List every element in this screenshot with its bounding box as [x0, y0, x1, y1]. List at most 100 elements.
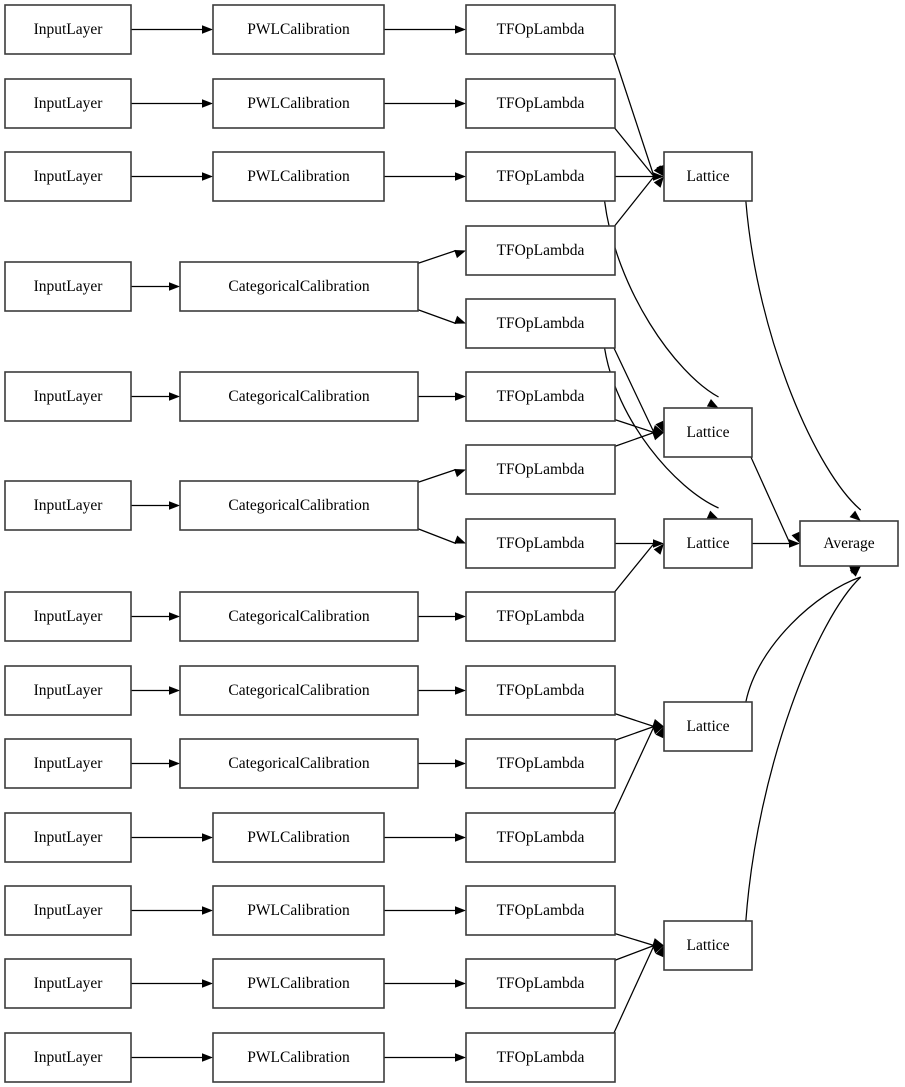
node-box[interactable]	[465, 4, 616, 55]
graph-node-tfoplambda[interactable]: TFOpLambda	[465, 591, 616, 642]
node-box[interactable]	[212, 958, 385, 1009]
node-box[interactable]	[663, 701, 753, 752]
graph-node-tfoplambda[interactable]: TFOpLambda	[465, 298, 616, 349]
node-box[interactable]	[465, 885, 616, 936]
node-box[interactable]	[4, 1032, 132, 1083]
arrowhead	[202, 25, 213, 34]
graph-edge	[612, 176, 664, 229]
graph-node-categoricalcalibration[interactable]: CategoricalCalibration	[179, 665, 419, 716]
graph-node-inputlayer[interactable]: InputLayer	[4, 480, 132, 531]
node-box[interactable]	[465, 665, 616, 716]
graph-node-inputlayer[interactable]: InputLayer	[4, 665, 132, 716]
graph-node-tfoplambda[interactable]: TFOpLambda	[465, 665, 616, 716]
graph-node-inputlayer[interactable]: InputLayer	[4, 261, 132, 312]
node-box[interactable]	[4, 480, 132, 531]
node-label: TFOpLambda	[497, 95, 585, 112]
graph-node-tfoplambda[interactable]: TFOpLambda	[465, 151, 616, 202]
graph-node-categoricalcalibration[interactable]: CategoricalCalibration	[179, 738, 419, 789]
node-box[interactable]	[212, 78, 385, 129]
node-box[interactable]	[4, 665, 132, 716]
graph-node-tfoplambda[interactable]: TFOpLambda	[465, 1032, 616, 1083]
node-box[interactable]	[663, 518, 753, 569]
node-box[interactable]	[465, 371, 616, 422]
graph-node-categoricalcalibration[interactable]: CategoricalCalibration	[179, 371, 419, 422]
node-box[interactable]	[179, 371, 419, 422]
graph-node-inputlayer[interactable]: InputLayer	[4, 371, 132, 422]
node-box[interactable]	[4, 78, 132, 129]
graph-node-inputlayer[interactable]: InputLayer	[4, 958, 132, 1009]
node-box[interactable]	[4, 4, 132, 55]
node-box[interactable]	[465, 151, 616, 202]
node-box[interactable]	[212, 4, 385, 55]
node-box[interactable]	[465, 738, 616, 789]
graph-node-categoricalcalibration[interactable]: CategoricalCalibration	[179, 591, 419, 642]
graph-node-inputlayer[interactable]: InputLayer	[4, 885, 132, 936]
node-box[interactable]	[4, 958, 132, 1009]
node-box[interactable]	[179, 591, 419, 642]
graph-node-inputlayer[interactable]: InputLayer	[4, 591, 132, 642]
graph-node-pwlcalibration[interactable]: PWLCalibration	[212, 78, 385, 129]
graph-node-lattice[interactable]: Lattice	[663, 518, 753, 569]
node-box[interactable]	[465, 444, 616, 495]
node-box[interactable]	[179, 261, 419, 312]
graph-node-tfoplambda[interactable]: TFOpLambda	[465, 518, 616, 569]
node-box[interactable]	[465, 78, 616, 129]
node-box[interactable]	[465, 518, 616, 569]
graph-node-tfoplambda[interactable]: TFOpLambda	[465, 444, 616, 495]
graph-node-tfoplambda[interactable]: TFOpLambda	[465, 885, 616, 936]
graph-node-tfoplambda[interactable]: TFOpLambda	[465, 225, 616, 276]
node-box[interactable]	[4, 371, 132, 422]
graph-node-categoricalcalibration[interactable]: CategoricalCalibration	[179, 480, 419, 531]
graph-node-tfoplambda[interactable]: TFOpLambda	[465, 738, 616, 789]
graph-node-lattice[interactable]: Lattice	[663, 151, 753, 202]
node-box[interactable]	[4, 812, 132, 863]
graph-node-pwlcalibration[interactable]: PWLCalibration	[212, 958, 385, 1009]
arrowhead	[652, 938, 664, 947]
edge-line	[749, 454, 791, 544]
graph-node-pwlcalibration[interactable]: PWLCalibration	[212, 812, 385, 863]
graph-node-inputlayer[interactable]: InputLayer	[4, 738, 132, 789]
graph-node-pwlcalibration[interactable]: PWLCalibration	[212, 151, 385, 202]
node-box[interactable]	[179, 480, 419, 531]
graph-node-inputlayer[interactable]: InputLayer	[4, 812, 132, 863]
node-box[interactable]	[212, 1032, 385, 1083]
node-box[interactable]	[4, 151, 132, 202]
graph-node-lattice[interactable]: Lattice	[663, 407, 753, 458]
node-box[interactable]	[179, 738, 419, 789]
graph-node-pwlcalibration[interactable]: PWLCalibration	[212, 885, 385, 936]
graph-node-average[interactable]: Average	[799, 520, 899, 567]
node-box[interactable]	[663, 407, 753, 458]
node-box[interactable]	[212, 885, 385, 936]
node-box[interactable]	[4, 591, 132, 642]
graph-node-inputlayer[interactable]: InputLayer	[4, 78, 132, 129]
node-box[interactable]	[663, 151, 753, 202]
graph-node-tfoplambda[interactable]: TFOpLambda	[465, 78, 616, 129]
graph-node-lattice[interactable]: Lattice	[663, 920, 753, 971]
node-box[interactable]	[212, 151, 385, 202]
graph-node-inputlayer[interactable]: InputLayer	[4, 1032, 132, 1083]
graph-node-inputlayer[interactable]: InputLayer	[4, 4, 132, 55]
node-box[interactable]	[212, 812, 385, 863]
node-label: TFOpLambda	[497, 461, 585, 478]
graph-node-tfoplambda[interactable]: TFOpLambda	[465, 4, 616, 55]
node-box[interactable]	[4, 738, 132, 789]
node-box[interactable]	[465, 298, 616, 349]
node-box[interactable]	[4, 261, 132, 312]
node-box[interactable]	[465, 225, 616, 276]
node-box[interactable]	[465, 591, 616, 642]
node-box[interactable]	[465, 1032, 616, 1083]
node-box[interactable]	[799, 520, 899, 567]
graph-node-lattice[interactable]: Lattice	[663, 701, 753, 752]
node-box[interactable]	[4, 885, 132, 936]
graph-node-tfoplambda[interactable]: TFOpLambda	[465, 371, 616, 422]
node-box[interactable]	[465, 958, 616, 1009]
node-box[interactable]	[179, 665, 419, 716]
graph-node-inputlayer[interactable]: InputLayer	[4, 151, 132, 202]
graph-node-pwlcalibration[interactable]: PWLCalibration	[212, 4, 385, 55]
graph-node-tfoplambda[interactable]: TFOpLambda	[465, 958, 616, 1009]
graph-node-categoricalcalibration[interactable]: CategoricalCalibration	[179, 261, 419, 312]
graph-node-pwlcalibration[interactable]: PWLCalibration	[212, 1032, 385, 1083]
node-box[interactable]	[663, 920, 753, 971]
graph-node-tfoplambda[interactable]: TFOpLambda	[465, 812, 616, 863]
node-box[interactable]	[465, 812, 616, 863]
